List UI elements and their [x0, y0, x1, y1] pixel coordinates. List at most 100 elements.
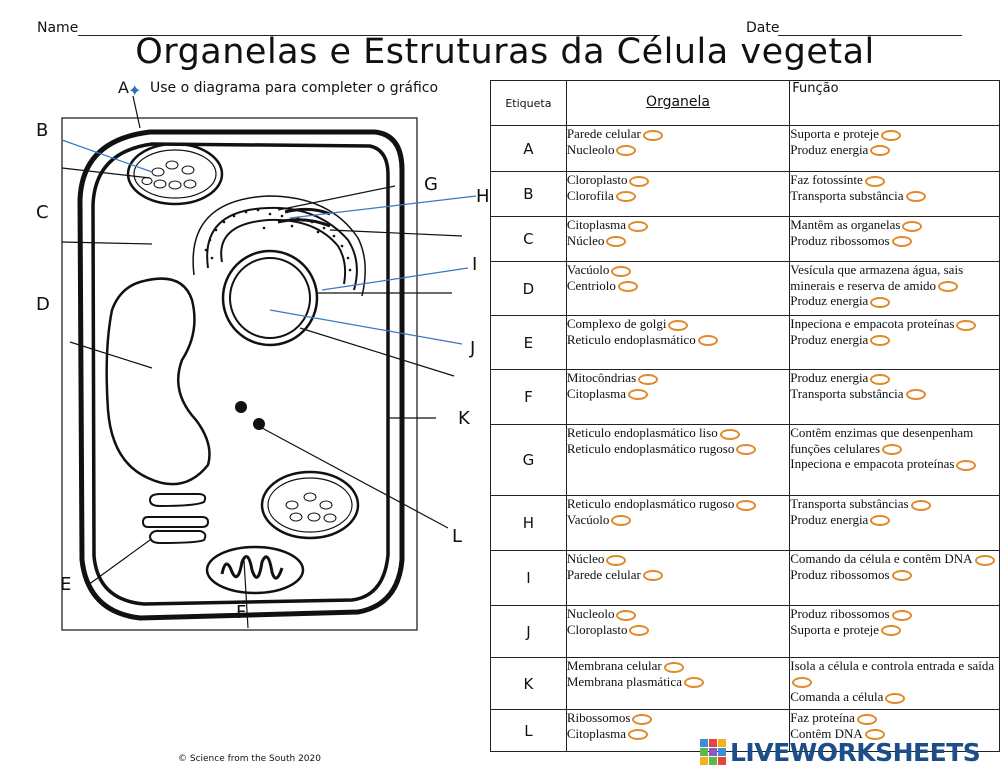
chloroplast-top	[126, 142, 224, 206]
answer-oval-icon[interactable]	[792, 677, 813, 689]
answer-oval-icon[interactable]	[870, 335, 891, 347]
answer-oval-icon[interactable]	[856, 713, 877, 725]
answer-oval-icon[interactable]	[617, 281, 638, 293]
organelle-option[interactable]: Citoplasma	[567, 386, 789, 402]
answer-oval-icon[interactable]	[864, 175, 885, 187]
organelle-option[interactable]: Reticulo endoplasmático liso	[567, 425, 789, 441]
function-option[interactable]: Isola a célula e controla entrada e saíd…	[790, 658, 999, 689]
answer-oval-icon[interactable]	[719, 428, 740, 440]
function-option[interactable]: Transporta substâncias	[790, 496, 999, 512]
organelle-option[interactable]: Membrana plasmática	[567, 674, 789, 690]
function-option[interactable]: Transporta substância	[790, 188, 999, 204]
answer-oval-icon[interactable]	[902, 220, 923, 232]
organelle-option[interactable]: Ribossomos	[567, 710, 789, 726]
answer-oval-icon[interactable]	[891, 609, 912, 621]
answer-oval-icon[interactable]	[632, 713, 653, 725]
function-option[interactable]: Faz fotossínte	[790, 172, 999, 188]
function-option[interactable]: Produz ribossomos	[790, 567, 999, 583]
answer-oval-icon[interactable]	[668, 319, 689, 331]
answer-oval-icon[interactable]	[629, 175, 650, 187]
answer-oval-icon[interactable]	[642, 129, 663, 141]
function-option[interactable]: Produz energia	[790, 332, 999, 348]
function-option[interactable]: Comando da célula e contêm DNA	[790, 551, 999, 567]
function-option[interactable]: Suporta e proteje	[790, 126, 999, 142]
date-line	[778, 35, 962, 36]
answer-oval-icon[interactable]	[611, 515, 632, 527]
answer-oval-icon[interactable]	[642, 570, 663, 582]
answer-oval-icon[interactable]	[638, 373, 659, 385]
answer-oval-icon[interactable]	[870, 373, 891, 385]
organelle-option[interactable]: Centriolo	[567, 278, 789, 294]
function-option[interactable]: Mantêm as organelas	[790, 217, 999, 233]
answer-oval-icon[interactable]	[882, 444, 903, 456]
answer-oval-icon[interactable]	[870, 296, 891, 308]
function-option[interactable]: Inpeciona e empacota proteínas	[790, 456, 999, 472]
function-option[interactable]: Produz ribossomos	[790, 606, 999, 622]
answer-oval-icon[interactable]	[697, 335, 718, 347]
organelle-option[interactable]: Reticulo endoplasmático	[567, 332, 789, 348]
answer-oval-icon[interactable]	[606, 554, 627, 566]
answer-oval-icon[interactable]	[956, 459, 977, 471]
function-option[interactable]: Transporta substância	[790, 386, 999, 402]
answer-oval-icon[interactable]	[606, 236, 627, 248]
organelle-option[interactable]: Núcleo	[567, 551, 789, 567]
function-option-text: Produz ribossomos	[790, 606, 890, 621]
answer-oval-icon[interactable]	[881, 625, 902, 637]
answer-oval-icon[interactable]	[629, 625, 650, 637]
function-option[interactable]: Suporta e proteje	[790, 622, 999, 638]
organelle-option[interactable]: Vacúolo	[567, 262, 789, 278]
answer-oval-icon[interactable]	[616, 145, 637, 157]
answer-oval-icon[interactable]	[628, 729, 649, 741]
organelle-option[interactable]: Clorofila	[567, 188, 789, 204]
function-option[interactable]: Contêm DNA	[790, 726, 999, 742]
answer-oval-icon[interactable]	[905, 389, 926, 401]
answer-oval-icon[interactable]	[891, 570, 912, 582]
answer-oval-icon[interactable]	[628, 220, 649, 232]
answer-oval-icon[interactable]	[870, 145, 891, 157]
answer-oval-icon[interactable]	[974, 554, 995, 566]
function-option[interactable]: Contêm enzimas que desenpenham funções c…	[790, 425, 999, 456]
answer-oval-icon[interactable]	[885, 692, 906, 704]
function-option[interactable]: Comanda a célula	[790, 689, 999, 705]
answer-oval-icon[interactable]	[891, 236, 912, 248]
answer-oval-icon[interactable]	[628, 389, 649, 401]
function-option[interactable]: Produz ribossomos	[790, 233, 999, 249]
function-option[interactable]: Produz energia	[790, 370, 999, 386]
organelle-option[interactable]: Núcleo	[567, 233, 789, 249]
function-option[interactable]: Produz energia	[790, 142, 999, 158]
function-option[interactable]: Vesícula que armazena água, sais minerai…	[790, 262, 999, 293]
answer-oval-icon[interactable]	[881, 129, 902, 141]
answer-oval-icon[interactable]	[736, 444, 757, 456]
answer-oval-icon[interactable]	[683, 677, 704, 689]
function-option[interactable]: Produz energia	[790, 512, 999, 528]
answer-oval-icon[interactable]	[905, 191, 926, 203]
organelle-option[interactable]: Mitocôndrias	[567, 370, 789, 386]
answer-oval-icon[interactable]	[615, 191, 636, 203]
row-label: A	[490, 125, 567, 172]
organelle-option[interactable]: Nucleolo	[567, 142, 789, 158]
organelle-option[interactable]: Reticulo endoplasmático rugoso	[567, 441, 789, 457]
function-option[interactable]: Produz energia	[790, 293, 999, 309]
answer-oval-icon[interactable]	[663, 661, 684, 673]
answer-oval-icon[interactable]	[864, 729, 885, 741]
organelle-option[interactable]: Cloroplasto	[567, 622, 789, 638]
answer-oval-icon[interactable]	[910, 499, 931, 511]
organelle-option[interactable]: Citoplasma	[567, 217, 789, 233]
answer-oval-icon[interactable]	[938, 281, 959, 293]
organelle-option[interactable]: Complexo de golgi	[567, 316, 789, 332]
answer-oval-icon[interactable]	[611, 265, 632, 277]
answer-oval-icon[interactable]	[870, 515, 891, 527]
function-option[interactable]: Faz proteína	[790, 710, 999, 726]
organelle-option[interactable]: Nucleolo	[567, 606, 789, 622]
answer-oval-icon[interactable]	[616, 609, 637, 621]
function-option[interactable]: Inpeciona e empacota proteínas	[790, 316, 999, 332]
organelle-option[interactable]: Cloroplasto	[567, 172, 789, 188]
answer-oval-icon[interactable]	[956, 319, 977, 331]
organelle-option[interactable]: Vacúolo	[567, 512, 789, 528]
organelle-option[interactable]: Reticulo endoplasmático rugoso	[567, 496, 789, 512]
answer-oval-icon[interactable]	[736, 499, 757, 511]
organelle-option[interactable]: Parede celular	[567, 126, 789, 142]
organelle-option[interactable]: Membrana celular	[567, 658, 789, 674]
organelle-option[interactable]: Citoplasma	[567, 726, 789, 742]
organelle-option[interactable]: Parede celular	[567, 567, 789, 583]
